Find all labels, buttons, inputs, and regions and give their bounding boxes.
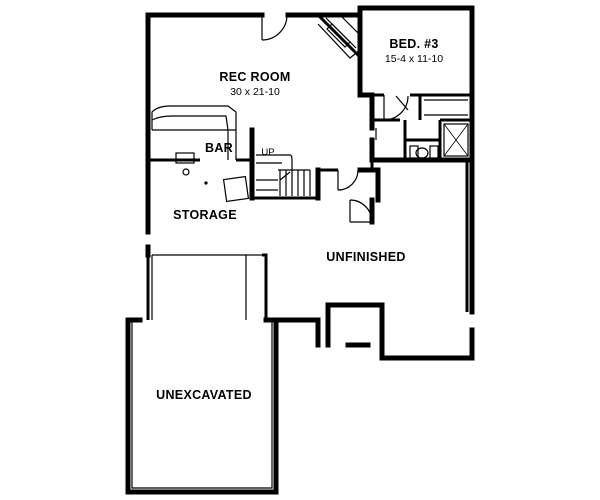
room-labels: REC ROOM 30 x 21-10 BED. #3 15-4 x 11-10… [156, 37, 443, 402]
stairs [256, 154, 311, 196]
bar-counter [151, 105, 250, 203]
unexcavated-area [131, 252, 273, 489]
bar-label: BAR [205, 141, 233, 155]
storage-label: STORAGE [173, 208, 237, 222]
stairs-up-label: UP [261, 147, 274, 158]
bedroom-label: BED. #3 [389, 37, 438, 51]
rec-room-dims: 30 x 21-10 [230, 86, 280, 98]
fireplace [316, 13, 362, 59]
unexcavated-label: UNEXCAVATED [156, 388, 252, 402]
bath-fixtures [409, 123, 469, 159]
interior-walls [148, 92, 475, 225]
doors [261, 14, 468, 223]
unfinished-label: UNFINISHED [326, 250, 405, 264]
exterior-walls [125, 5, 475, 495]
bedroom-dims: 15-4 x 11-10 [385, 53, 443, 65]
rec-room-label: REC ROOM [219, 70, 290, 84]
